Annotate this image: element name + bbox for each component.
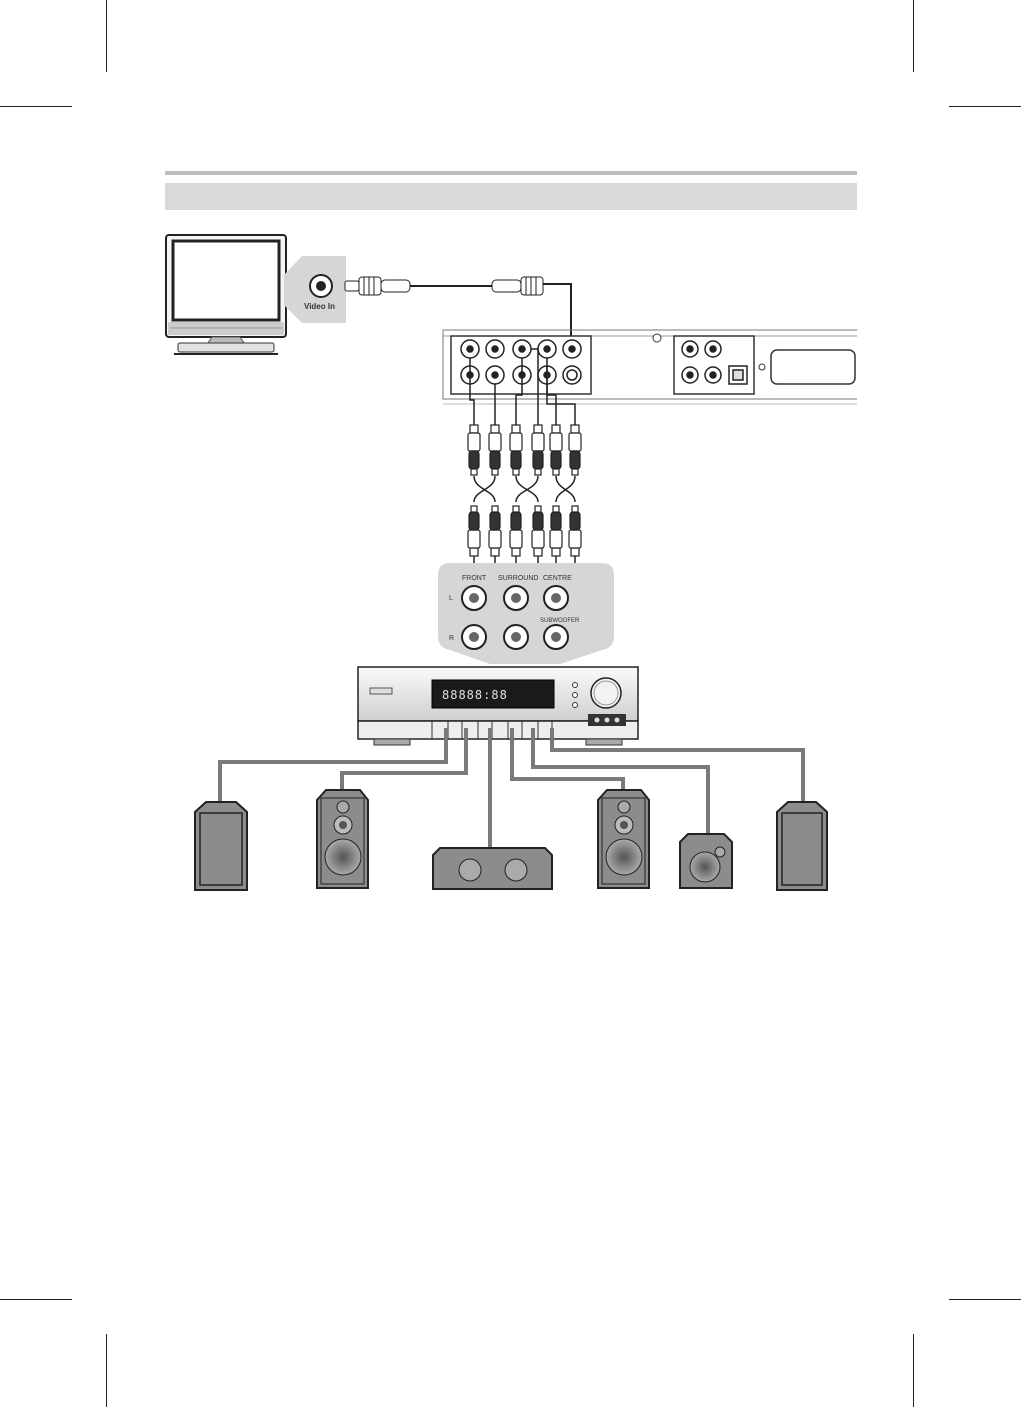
dvd-rear-panel [443, 330, 857, 404]
front-left-speaker [195, 802, 247, 890]
centre-speaker [433, 848, 552, 889]
receiver-display: 88888:88 [442, 688, 508, 702]
video-in-callout: Video In [284, 256, 346, 323]
front-right-speaker [777, 802, 827, 890]
left-channel-label: L [449, 595, 453, 602]
av-receiver: 88888:88 [358, 667, 638, 745]
centre-label: CENTRE [543, 575, 572, 582]
subwoofer-speaker [680, 834, 732, 888]
surround-left-speaker [317, 790, 368, 888]
rca-plugs-upper [468, 425, 581, 475]
surround-label: SURROUND [498, 575, 538, 582]
front-label: FRONT [462, 575, 487, 582]
tv [166, 235, 286, 354]
amp-input-panel: FRONT SURROUND CENTRE SUBWOOFER L R [438, 563, 614, 664]
video-in-label: Video In [304, 302, 335, 311]
surround-right-speaker [598, 790, 649, 888]
rca-plugs-lower [468, 506, 581, 556]
subwoofer-label: SUBWOOFER [540, 618, 580, 624]
speaker-cables [220, 728, 803, 850]
right-channel-label: R [449, 635, 454, 642]
volume-knob [591, 678, 621, 708]
video-cable [345, 277, 571, 344]
